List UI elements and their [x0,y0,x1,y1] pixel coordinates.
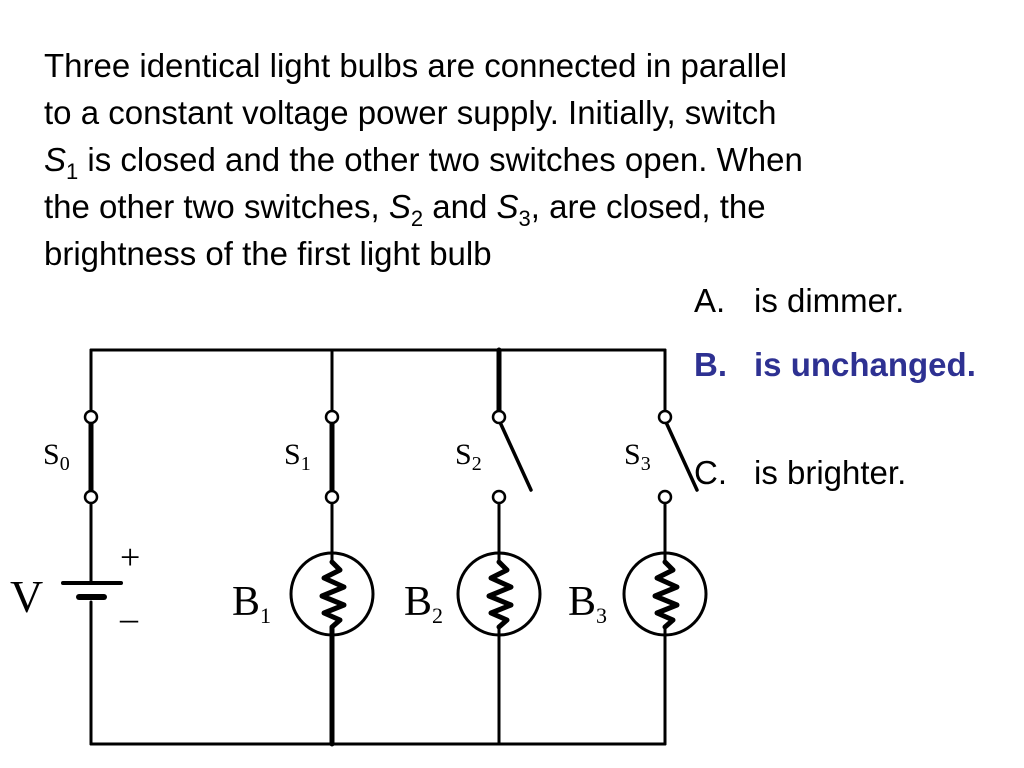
answer-letter: A. [694,282,726,319]
answer-option-c[interactable]: C. is brighter. [694,451,1014,496]
switch-s0 [83,409,99,505]
answer-option-a[interactable]: A. is dimmer. [694,279,1014,324]
bulb-b2-label: B2 [404,579,443,628]
question-text: Three identical light bulbs are connecte… [44,42,984,277]
switch-subscript: 2 [410,206,424,231]
bulb-b3-label: B3 [568,579,607,628]
battery-minus-label: – [119,598,139,638]
answer-letter: C. [694,454,727,491]
switch-subscript: 1 [66,159,79,184]
answer-text: is brighter. [754,454,907,491]
switch-s1-label: S1 [284,438,311,475]
bulb-b1-label: B1 [232,579,271,628]
answer-text: is dimmer. [754,282,905,319]
switch-s3-label: S3 [624,438,651,475]
battery-icon [61,581,123,600]
switch-terminal [491,489,507,505]
question-line-3-rest: is closed and the other two switches ope… [78,141,803,178]
question-line-4-rest: , are closed, the [530,188,766,225]
switch-subscript: 3 [518,206,531,231]
bulb-b1-icon [289,551,375,637]
question-line-3: S1 is closed and the other two switches … [44,136,984,183]
switch-s2-blade [497,418,533,492]
switch-terminal [324,489,340,505]
switch-s2 [491,409,533,505]
switch-s0-label: S0 [43,438,70,475]
answer-text: is unchanged. [754,346,976,383]
question-line-4: the other two switches, S2 and S3, are c… [44,183,984,230]
answer-option-b[interactable]: B. is unchanged. [694,343,1014,433]
switch-terminal [657,489,673,505]
bulb-b3-icon [622,551,708,637]
battery-plus-label: + [120,537,140,577]
switch-terminal [491,409,507,425]
circuit-diagram: S0 S1 S2 S3 V + – B1 B2 B3 [10,347,708,747]
question-line-4-mid: and [423,188,497,225]
switch-s1 [324,409,340,505]
switch-terminal [83,409,99,425]
switch-s3 [657,409,699,505]
switch-symbol-s: S [388,188,411,225]
switch-terminal [657,409,673,425]
switch-s2-label: S2 [455,438,482,475]
circuit-wires [89,347,667,747]
question-line-4-start: the other two switches, [44,188,389,225]
switch-s3-blade [663,418,699,492]
bulb-b2-icon [456,551,542,637]
voltage-label: V [10,571,43,622]
switch-symbol-s: S [44,141,67,178]
question-line-5: brightness of the first light bulb [44,235,492,272]
switch-terminal [83,489,99,505]
question-line-2: to a constant voltage power supply. Init… [44,94,777,131]
switch-symbol-s: S [496,188,519,225]
circuit-labels: S0 S1 S2 S3 V + – B1 B2 B3 [10,438,651,638]
switch-terminal [324,409,340,425]
answer-letter: B. [694,346,727,383]
question-line-1: Three identical light bulbs are connecte… [44,47,787,84]
